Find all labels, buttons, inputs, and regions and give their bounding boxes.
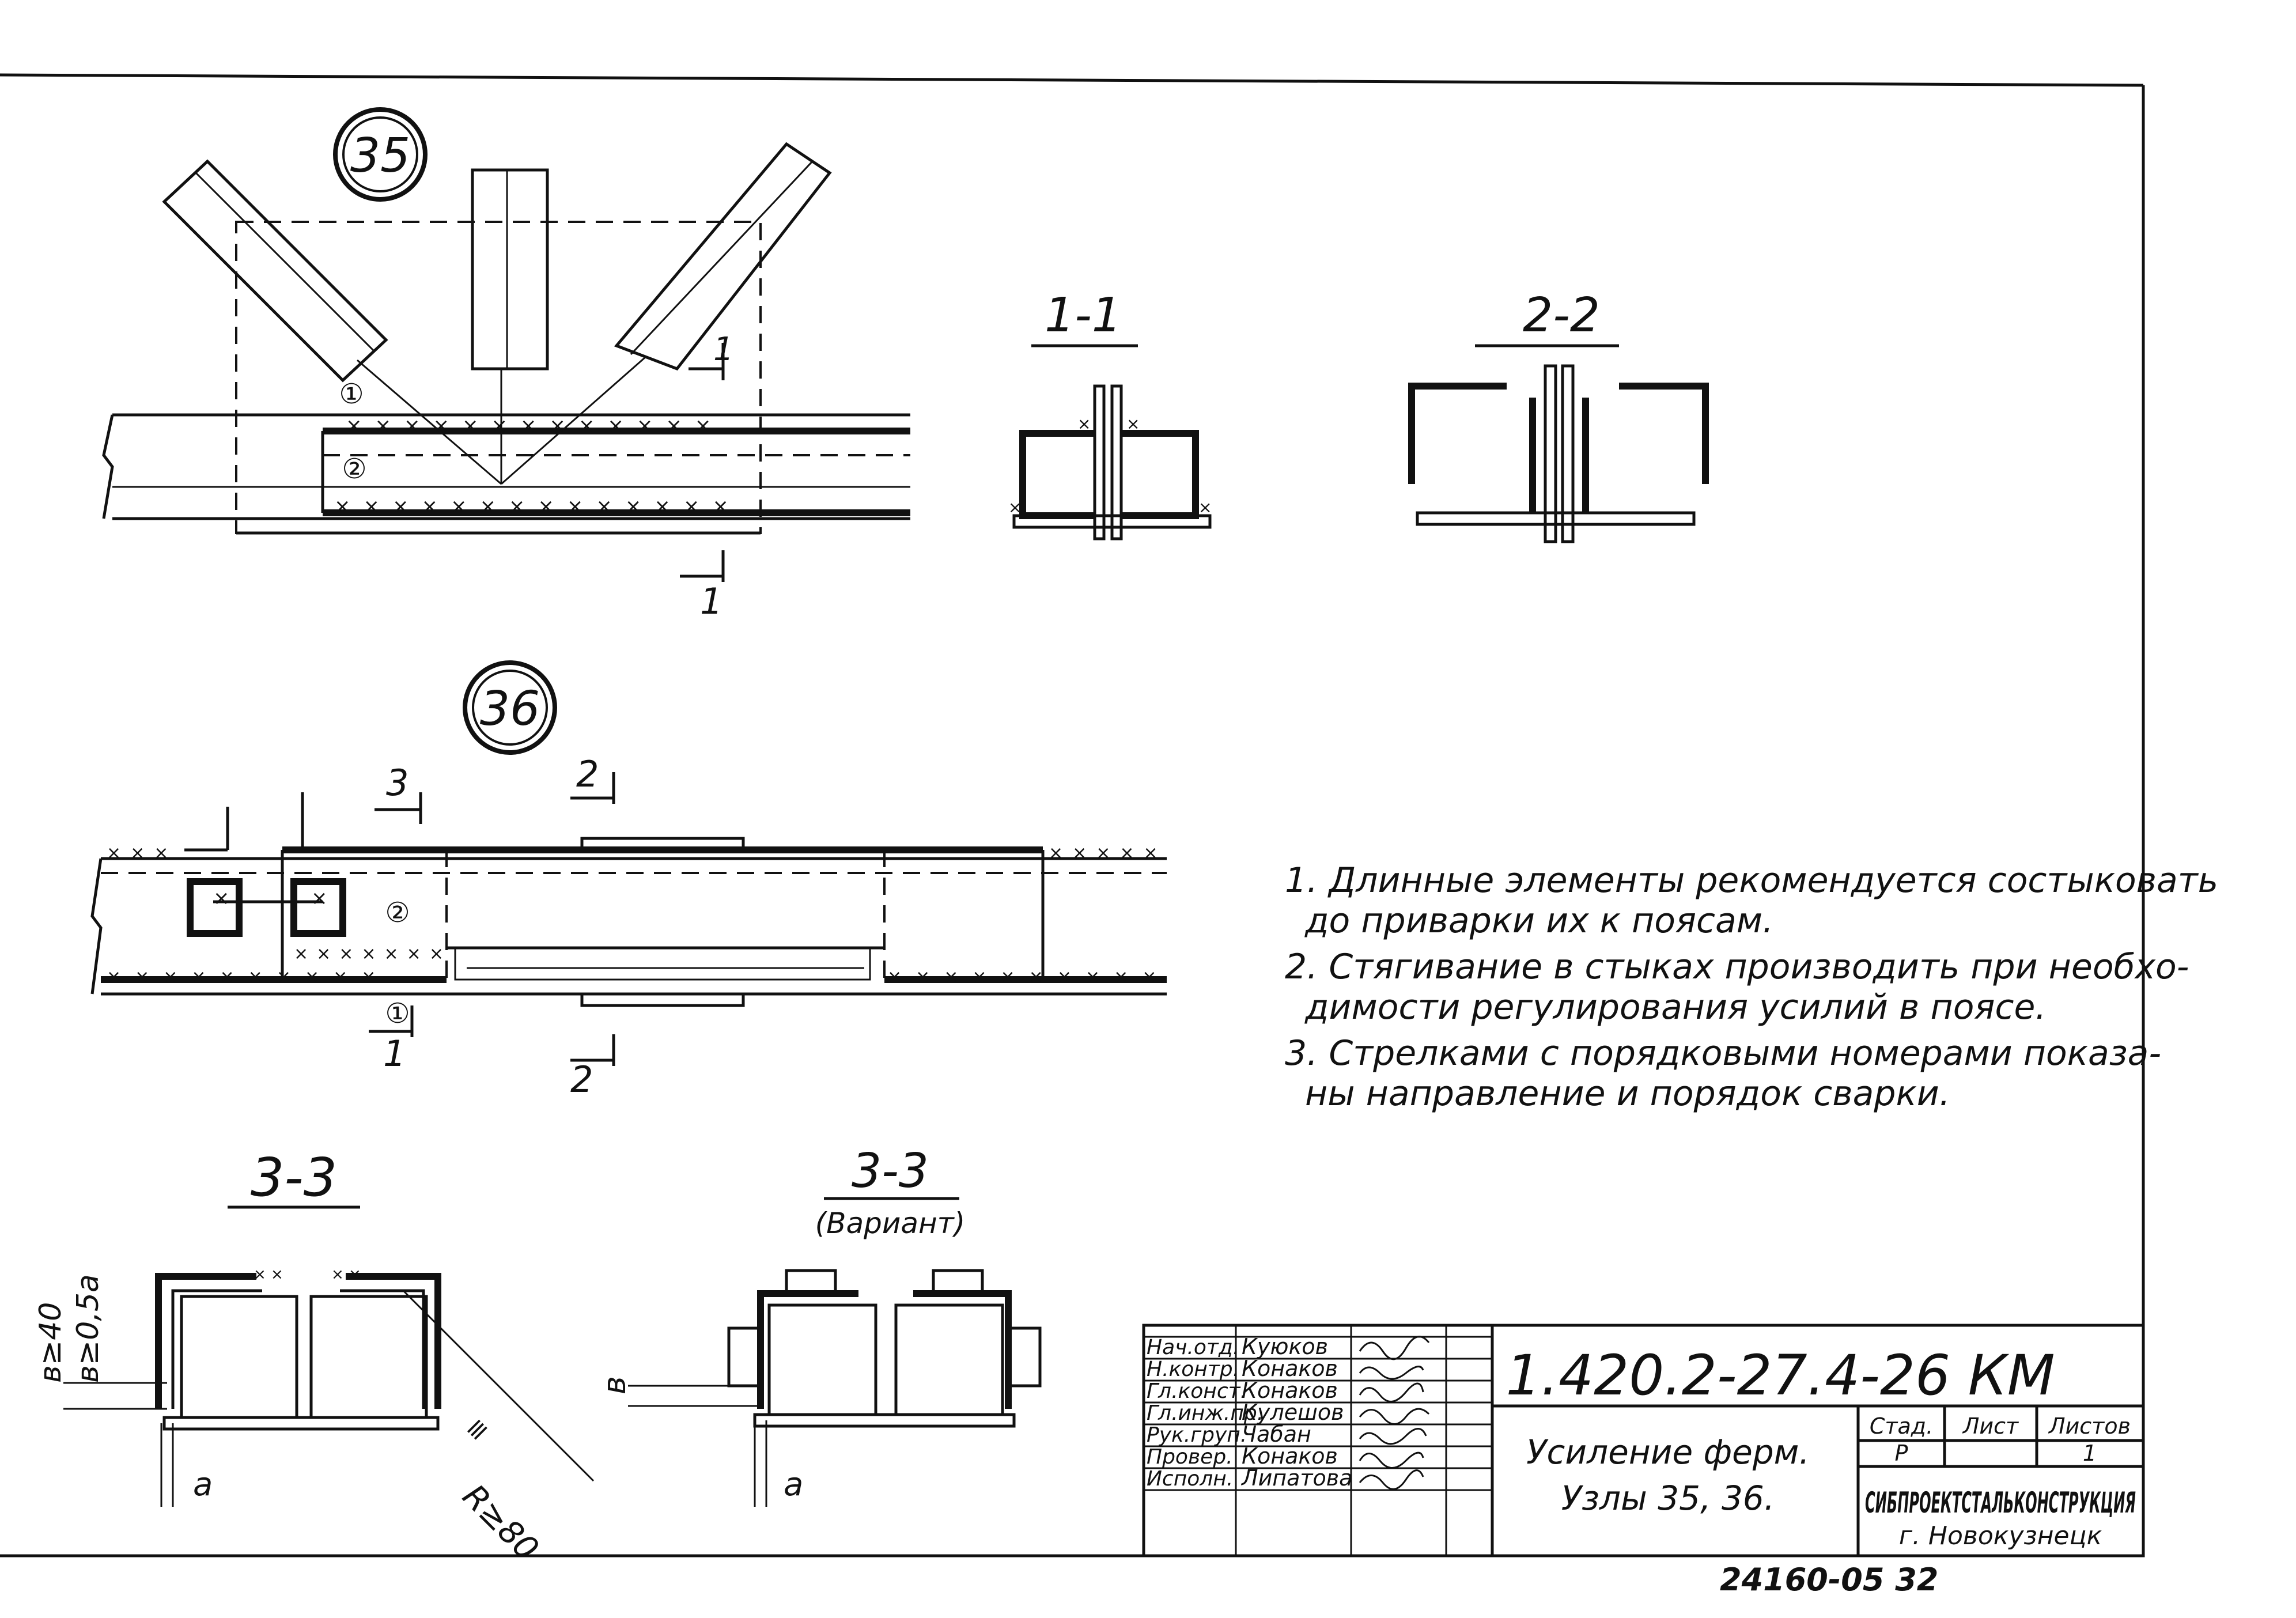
section-3-3: 3-3 ≡ R≥80 в≥40 в≥0,5а а × × × × — [33, 1147, 595, 1568]
element-mark-1-node36: ① — [385, 997, 410, 1030]
name-6: Конаков — [1242, 1443, 1338, 1469]
name-2: Конаков — [1242, 1356, 1338, 1381]
cut-mark-2-top: 2 — [570, 753, 615, 804]
cut-mark-1-bottom: 1 — [680, 550, 725, 622]
archive-number: 24160-05 32 — [1720, 1562, 1938, 1598]
node-35-label: 35 — [333, 107, 428, 202]
svg-text:2: 2 — [570, 1058, 593, 1101]
role-5: Рук.груп. — [1147, 1423, 1247, 1447]
drawing-title-line-2: Узлы 35, 36. — [1561, 1479, 1775, 1518]
signature-table: Нач.отд. Н.контр. Гл.конст. Гл.инж.пр. Р… — [1144, 1325, 1492, 1556]
section-1-1-title: 1-1 — [1045, 288, 1122, 343]
element-mark-2-node36: ② — [385, 897, 410, 929]
title-block: Нач.отд. Н.контр. Гл.конст. Гл.инж.пр. Р… — [1142, 1324, 2145, 1557]
name-7: Липатова — [1240, 1465, 1352, 1491]
note-2-line-2: димости регулирования усилий в поясе. — [1304, 987, 2046, 1027]
signatures — [1359, 1336, 1430, 1490]
svg-text:×: × — [1077, 414, 1091, 433]
section-2-2-title: 2-2 — [1523, 288, 1600, 343]
role-6: Провер. — [1147, 1445, 1233, 1469]
node-36-number: 36 — [480, 682, 540, 736]
name-column: Куюков Конаков Конаков Кулешов Чабан Кон… — [1240, 1334, 1352, 1491]
svg-text:1: 1 — [713, 331, 734, 368]
organization-name: СИБПРОЕКТСТАЛЬКОНСТРУКЦИЯ — [1865, 1486, 2136, 1519]
cut-mark-2-bottom: 2 — [570, 1034, 615, 1101]
dim-radius-80: R≥80 — [455, 1477, 546, 1568]
node-36-view: 36 × × ××× ××××× ×××××××××× ×××××××××× ×… — [90, 660, 1170, 1101]
role-7: Исполн. — [1147, 1467, 1233, 1491]
dim-b-variant: в — [596, 1376, 633, 1394]
variant-label: (Вариант) — [815, 1207, 966, 1240]
svg-text:× ×: × × — [331, 1266, 361, 1283]
role-4: Гл.инж.пр. — [1147, 1401, 1264, 1425]
element-mark-2: ② — [342, 453, 366, 485]
note-1-line-1: 1. Длинные элементы рекомендуется состык… — [1285, 860, 2218, 901]
svg-text:× ×: × × — [254, 1266, 283, 1283]
role-3: Гл.конст. — [1147, 1379, 1247, 1403]
svg-text:×: × — [213, 887, 230, 910]
svg-text:3: 3 — [386, 762, 408, 804]
name-5: Чабан — [1242, 1422, 1311, 1447]
node-36-label: 36 — [463, 660, 557, 755]
cut-mark-1-node36: 1 — [369, 1005, 414, 1075]
dim-a-1: а — [193, 1466, 213, 1503]
svg-text:×: × — [1198, 498, 1212, 517]
section-3-3-title: 3-3 — [251, 1147, 337, 1208]
section-1-1: 1-1 × × × × — [1008, 288, 1212, 540]
dim-b-05a: в≥0,5а — [71, 1274, 105, 1383]
svg-text:×: × — [1008, 498, 1022, 517]
element-mark-1: ① — [339, 378, 364, 410]
dim-b-40: в≥40 — [33, 1302, 68, 1383]
svg-text:≡: ≡ — [458, 1410, 495, 1447]
svg-text:×: × — [311, 887, 328, 910]
dim-a-2: а — [784, 1466, 803, 1503]
sheets-label: Листов — [2048, 1413, 2131, 1439]
sheets-value: 1 — [2083, 1441, 2097, 1466]
section-3-3-variant: 3-3 (Вариант) в а — [596, 1144, 1042, 1507]
svg-text:×××××: ××××× — [1049, 843, 1167, 863]
role-2: Н.контр. — [1147, 1358, 1239, 1381]
name-4: Кулешов — [1242, 1400, 1344, 1425]
svg-text:×: × — [1126, 414, 1140, 433]
stage-label: Стад. — [1870, 1413, 1933, 1439]
svg-text:×××××××: ××××××× — [294, 944, 452, 964]
svg-text:×××: ××× — [107, 843, 177, 863]
name-3: Конаков — [1242, 1378, 1338, 1403]
stage-value: Р — [1895, 1441, 1908, 1466]
svg-text:2: 2 — [576, 753, 599, 795]
svg-text:××××××××××: ×××××××××× — [107, 967, 389, 987]
note-2-line-1: 2. Стягивание в стыках производить при н… — [1285, 947, 2189, 987]
section-2-2: 2-2 — [1408, 288, 1709, 543]
node-35-view: 35 ××××××××××××× ×××××××××××××× ① ② — [102, 107, 910, 622]
note-1-line-2: до приварки их к поясам. — [1304, 901, 1773, 941]
sheet-label: Лист — [1962, 1413, 2019, 1439]
drawing-title-line-1: Усиление ферм. — [1526, 1432, 1810, 1472]
svg-text:×××××××××××××: ××××××××××××× — [346, 414, 724, 437]
svg-text:××××××××××: ×××××××××× — [887, 967, 1170, 987]
role-column: Нач.отд. Н.контр. Гл.конст. Гл.инж.пр. Р… — [1147, 1336, 1264, 1491]
note-3-line-2: ны направление и порядок сварки. — [1305, 1073, 1950, 1114]
cut-mark-3: 3 — [375, 762, 422, 824]
node-35-number: 35 — [350, 128, 410, 183]
svg-text:××××××××××××××: ×××××××××××××× — [334, 495, 742, 518]
note-3-line-1: 3. Стрелками с порядковыми номерами пока… — [1285, 1033, 2161, 1073]
role-1: Нач.отд. — [1147, 1336, 1239, 1359]
cut-mark-1-top: 1 — [689, 331, 734, 380]
organization-city: г. Новокузнецк — [1899, 1521, 2102, 1551]
svg-text:1: 1 — [383, 1033, 406, 1075]
svg-text:1: 1 — [700, 580, 723, 622]
drawing-code: 1.420.2-27.4-26 КМ — [1506, 1343, 2055, 1408]
name-1: Куюков — [1242, 1334, 1328, 1359]
section-3-3-variant-title: 3-3 — [852, 1144, 929, 1199]
general-notes: 1. Длинные элементы рекомендуется состык… — [1285, 860, 2218, 1114]
